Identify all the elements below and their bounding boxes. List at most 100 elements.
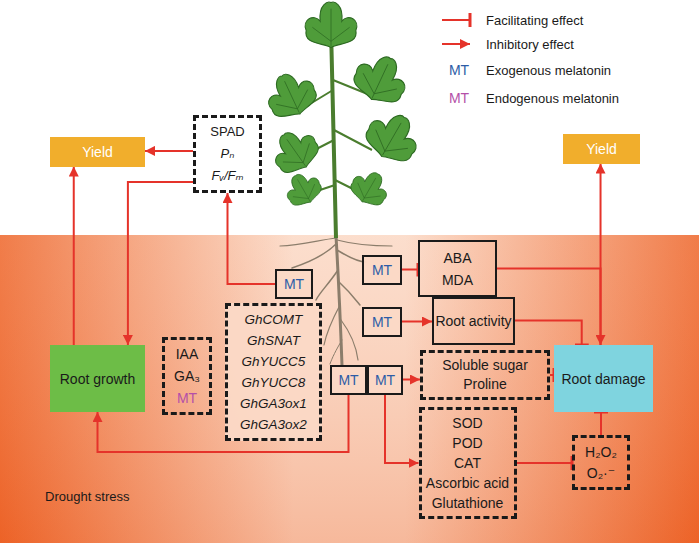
legend-row: MT Endogenous melatonin	[440, 84, 619, 112]
text-stack: GhCOMTGhSNATGhYUCC5GhYUCC8GhGA3ox1GhGA3o…	[240, 309, 307, 435]
node-text: CAT	[454, 453, 481, 473]
arrow-connector	[497, 269, 601, 346]
legend-text: Inhibitory effect	[486, 37, 574, 52]
node-text: Proline	[463, 375, 507, 394]
node-text: Root damage	[561, 370, 645, 388]
node-text: MT	[372, 261, 392, 279]
legend-line	[442, 43, 470, 45]
node-text: SPAD	[210, 121, 244, 143]
node-text: Yield	[586, 140, 617, 158]
legend-row: Facilitating effect	[440, 8, 619, 32]
node-text: Root activity	[435, 312, 511, 330]
text-stack: ABAMDA	[442, 247, 473, 291]
node-text: IAA	[176, 343, 199, 365]
dashed-group-box: SODPODCATAscorbic acidGlutathione	[419, 407, 517, 519]
node-text: Yield	[82, 143, 113, 161]
text-stack: IAAGA₃MT	[174, 343, 200, 409]
arrow-connector	[145, 150, 193, 152]
text-stack: SPADPₙFᵥ/Fₘ	[210, 121, 244, 187]
legend-swatch: MT	[440, 90, 478, 106]
node-text: MT	[338, 371, 358, 389]
melatonin-box: MT	[275, 269, 313, 299]
legend-text: Facilitating effect	[486, 13, 583, 28]
dashed-group-box: H₂O₂O₂·⁻	[572, 435, 630, 490]
text-stack: Soluble sugarProline	[442, 356, 528, 394]
legend-swatch: MT	[440, 62, 478, 78]
text-stack: Root activity	[435, 312, 511, 330]
melatonin-box: MT	[367, 365, 403, 395]
legend-sample-text: MT	[449, 62, 469, 78]
melatonin-box: MT	[362, 307, 402, 337]
text-stack: MT	[338, 371, 358, 389]
legend-row: MT Exogenous melatonin	[440, 56, 619, 84]
region-label: Drought stress	[45, 489, 130, 504]
arrow-connector	[402, 321, 432, 323]
node-text: MT	[284, 275, 304, 293]
node-text: Pₙ	[221, 143, 235, 165]
melatonin-box: MT	[362, 255, 402, 285]
arrow-connector	[403, 379, 420, 381]
text-stack: MT	[372, 261, 392, 279]
dashed-group-box: SPADPₙFᵥ/Fₘ	[193, 115, 262, 193]
dashed-group-box: IAAGA₃MT	[162, 337, 212, 415]
node-text: GhYUCC5	[242, 351, 306, 372]
text-stack: Root damage	[561, 370, 645, 388]
root-growth-box: Root growth	[50, 345, 145, 412]
node-text: Glutathione	[432, 493, 504, 513]
root-damage-box: Root damage	[554, 345, 653, 412]
node-text: GhYUCC8	[242, 372, 306, 393]
arrow-connector	[600, 164, 602, 346]
node-text: MT	[372, 313, 392, 331]
process-box: Root activity	[432, 297, 515, 345]
tbar-connector	[600, 412, 602, 435]
text-stack: MT	[375, 371, 395, 389]
node-text: GhSNAT	[247, 330, 300, 351]
node-text: MT	[177, 387, 197, 409]
yield-box: Yield	[50, 137, 145, 167]
tbar-connector	[517, 462, 573, 464]
node-text: SOD	[452, 413, 482, 433]
text-stack: Yield	[82, 143, 113, 161]
arrow-connector	[385, 395, 419, 464]
cotton-plant	[260, 2, 427, 238]
text-stack: MT	[372, 313, 392, 331]
text-stack: MT	[284, 275, 304, 293]
legend-line-sample	[440, 12, 478, 28]
arrow-connector	[228, 193, 276, 284]
drought-ground	[0, 235, 699, 543]
node-text: H₂O₂	[585, 442, 617, 463]
legend-sample-text: MT	[449, 90, 469, 106]
arrow-connector	[128, 182, 193, 345]
node-text: Root growth	[60, 370, 135, 388]
node-text: Fᵥ/Fₘ	[211, 165, 243, 187]
text-stack: SODPODCATAscorbic acidGlutathione	[426, 413, 509, 513]
melatonin-box: MT	[330, 365, 367, 395]
node-text: Ascorbic acid	[426, 473, 509, 493]
yield-box: Yield	[563, 134, 640, 164]
node-text: GhGA3ox1	[240, 393, 307, 414]
ground-shade	[0, 235, 699, 543]
node-text: MDA	[442, 269, 473, 291]
node-text: O₂·⁻	[587, 463, 615, 484]
legend-text: Endogenous melatonin	[486, 91, 619, 106]
gene-box: GhCOMTGhSNATGhYUCC5GhYUCC8GhGA3ox1GhGA3o…	[225, 303, 322, 441]
text-stack: Root growth	[60, 370, 135, 388]
process-box: ABAMDA	[418, 240, 497, 297]
arrow-connector	[73, 167, 75, 346]
text-stack: H₂O₂O₂·⁻	[585, 442, 617, 484]
node-text: GhGA3ox2	[240, 414, 307, 435]
legend-row: Inhibitory effect	[440, 32, 619, 56]
node-text: Soluble sugar	[442, 356, 528, 375]
tbar-connector	[402, 269, 418, 271]
text-stack: Yield	[586, 140, 617, 158]
legend: Facilitating effectInhibitory effectMT Ex…	[440, 8, 619, 112]
tbar-connector	[515, 321, 582, 346]
node-text: POD	[452, 433, 482, 453]
node-text: ABA	[443, 247, 471, 269]
legend-line-sample	[440, 36, 478, 52]
node-text: GhCOMT	[245, 309, 303, 330]
legend-text: Exogenous melatonin	[486, 63, 611, 78]
